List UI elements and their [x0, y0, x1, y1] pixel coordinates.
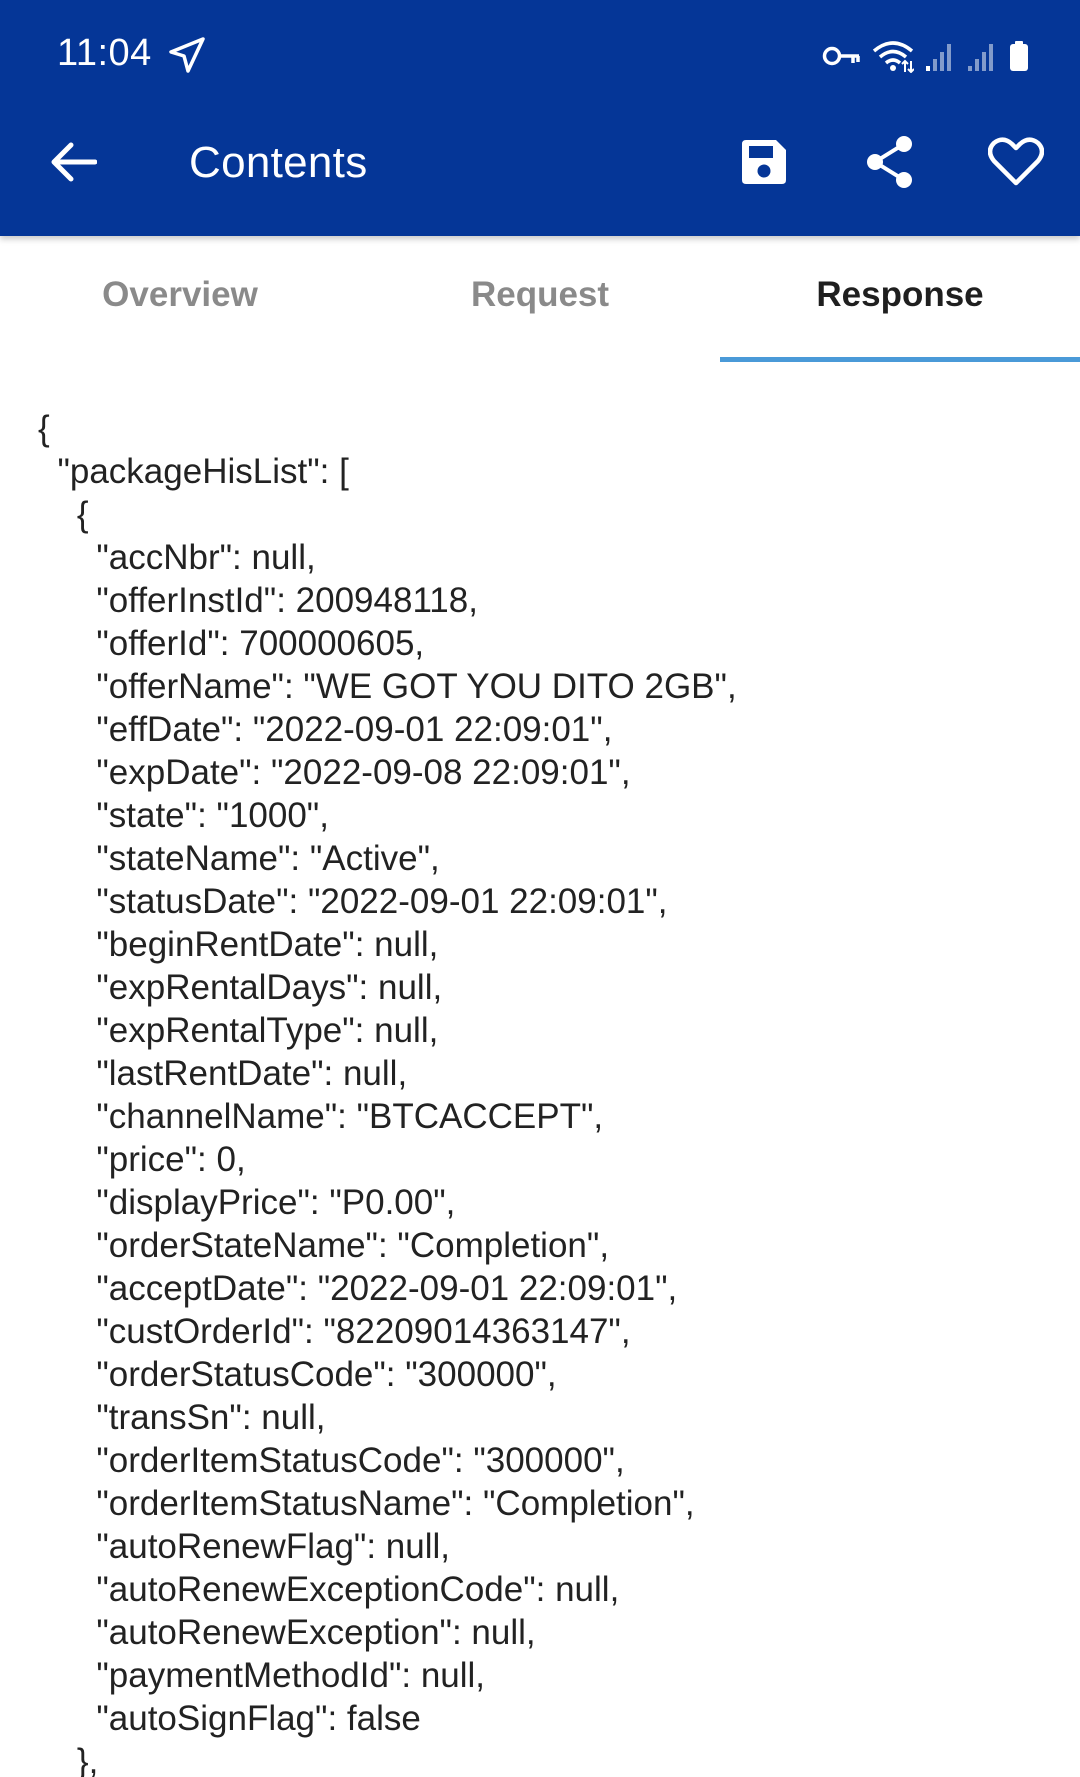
json-line: "accNbr": null,	[38, 538, 316, 577]
share-icon	[864, 135, 916, 194]
json-line: "channelName": "BTCACCEPT",	[38, 1097, 604, 1136]
share-button[interactable]	[858, 132, 922, 196]
json-line: "offerName": "WE GOT YOU DITO 2GB",	[38, 667, 737, 706]
battery-icon	[1008, 40, 1030, 72]
json-line: "acceptDate": "2022-09-01 22:09:01",	[38, 1269, 678, 1308]
json-line: "state": "1000",	[38, 796, 329, 835]
vpn-key-icon	[822, 43, 862, 69]
status-icons	[822, 36, 1030, 76]
save-button[interactable]	[732, 132, 796, 196]
json-line: "expDate": "2022-09-08 22:09:01",	[38, 753, 631, 792]
signal-strength-icon	[924, 40, 956, 72]
json-line: "stateName": "Active",	[38, 839, 440, 878]
json-line: "autoSignFlag": false	[38, 1699, 421, 1738]
json-line: "expRentalDays": null,	[38, 968, 443, 1007]
json-line: },	[38, 1742, 99, 1777]
tab-overview[interactable]: Overview	[0, 236, 360, 362]
json-line: "beginRentDate": null,	[38, 925, 439, 964]
json-line: "autoRenewFlag": null,	[38, 1527, 451, 1566]
json-line: "custOrderId": "82209014363147",	[38, 1312, 631, 1351]
save-icon	[739, 137, 789, 192]
tab-label: Request	[470, 275, 610, 314]
page-title: Contents	[189, 138, 368, 187]
navigation-arrow-icon	[167, 35, 207, 75]
json-line: "offerId": 700000605,	[38, 624, 425, 663]
json-line: "orderStatusCode": "300000",	[38, 1355, 557, 1394]
json-line: "price": 0,	[38, 1140, 246, 1179]
json-line: "autoRenewExceptionCode": null,	[38, 1570, 620, 1609]
json-line: "orderStateName": "Completion",	[38, 1226, 610, 1265]
favorite-button[interactable]	[984, 132, 1048, 196]
arrow-back-icon	[49, 142, 98, 187]
json-line: "statusDate": "2022-09-01 22:09:01",	[38, 882, 668, 921]
json-line: {	[38, 409, 50, 448]
json-line: "paymentMethodId": null,	[38, 1656, 486, 1695]
json-line: "autoRenewException": null,	[38, 1613, 536, 1652]
json-line: {	[38, 495, 89, 534]
json-line: "lastRentDate": null,	[38, 1054, 408, 1093]
tab-label: Response	[816, 275, 984, 314]
signal-strength-icon	[966, 40, 998, 72]
json-line: "packageHisList": [	[38, 452, 349, 491]
tab-label: Overview	[102, 275, 258, 314]
json-line: "orderItemStatusName": "Completion",	[38, 1484, 695, 1523]
json-line: "transSn": null,	[38, 1398, 326, 1437]
json-line: "orderItemStatusCode": "300000",	[38, 1441, 625, 1480]
json-line: "displayPrice": "P0.00",	[38, 1183, 456, 1222]
json-line: "expRentalType": null,	[38, 1011, 439, 1050]
tab-request[interactable]: Request	[360, 236, 720, 362]
json-line: "offerInstId": 200948118,	[38, 581, 478, 620]
response-json: { "packageHisList": [ { "accNbr": null, …	[0, 362, 1080, 1777]
json-line: "effDate": "2022-09-01 22:09:01",	[38, 710, 613, 749]
tab-response[interactable]: Response	[720, 236, 1080, 362]
status-time: 11:04	[57, 32, 152, 74]
back-button[interactable]	[44, 135, 102, 193]
tab-bar: Overview Request Response	[0, 236, 1080, 362]
app-bar: 11:04	[0, 0, 1080, 236]
heart-icon	[987, 137, 1045, 192]
wifi-icon	[872, 39, 914, 73]
response-viewer[interactable]: { "packageHisList": [ { "accNbr": null, …	[0, 362, 1080, 1777]
